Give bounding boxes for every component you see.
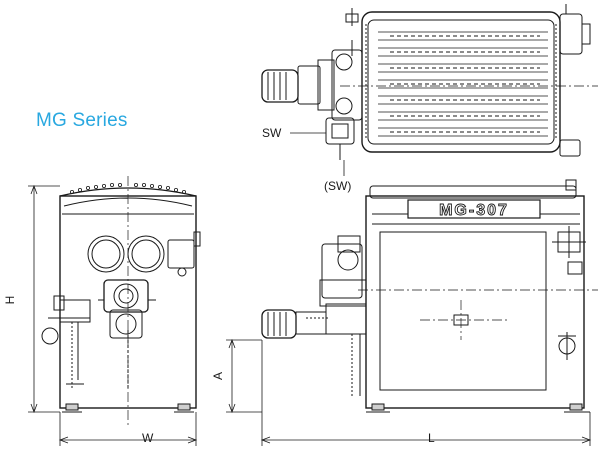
length-dimension-label: L [428,431,435,445]
side-view [261,179,598,413]
front-view [41,176,201,426]
dimension-lines [28,184,592,446]
a-dimension-label: A [211,372,225,380]
top-view [261,4,598,176]
sw-label: SW [262,126,282,140]
height-dimension-label: H [3,296,17,305]
model-plate-text: MG-307 [439,202,509,219]
width-dimension-label: W [142,431,154,445]
model-plate [407,199,541,219]
sw-alt-label: (SW) [324,179,351,193]
series-title: MG Series [36,110,128,131]
